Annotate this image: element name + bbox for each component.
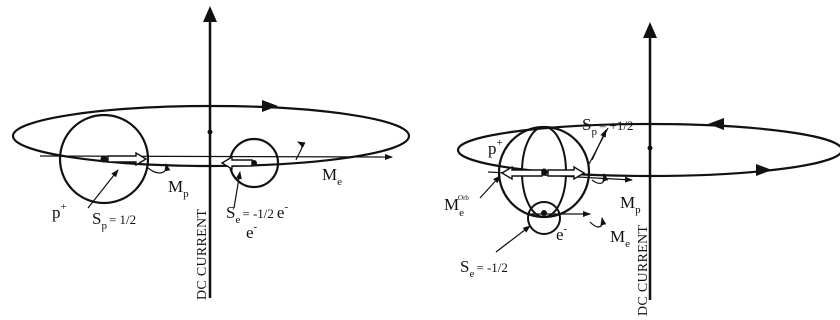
left-horizontal-axis [39,153,393,160]
right-proton-spin-arrow [547,165,586,181]
right-electron-moment-label: Me [610,227,630,250]
left-electron-moment-label: Me [322,165,342,188]
right-electron-spin-label: Se= -1/2 [460,257,508,280]
left-proton-center [100,155,108,163]
left-axis-title: DC CURRENT [195,209,210,300]
right-electron-center [541,210,547,216]
right-orbital-moment-label: MeOrb [444,194,469,219]
right-electron-circle [527,201,561,235]
right-orbital-moment-arrow [500,165,543,181]
right-proton-spin-label: Sp= +1/2 [582,115,634,138]
left-electron-spin-leader [233,171,242,209]
left-proton-leader [87,169,119,209]
right-orbit-arrowhead-top [708,118,724,130]
left-electron-moment-curve [295,141,306,161]
right-axis-center-dot [647,145,653,151]
left-electron-label-below: e- [246,221,258,242]
left-proton-moment-label: Mp [168,177,189,200]
left-axis-center-dot [207,129,213,135]
right-proton-moment-curve [591,173,609,184]
left-electron-spin-arrow [220,155,253,171]
left-proton-circle [58,113,150,205]
right-electron-moment-curve [589,217,607,228]
right-orbit-ellipse [456,122,840,178]
left-proton-moment-curve [147,163,171,174]
right-axis-arrowhead [643,22,657,38]
right-proton-label: p+ [488,137,503,158]
right-axis-title: DC CURRENT [636,225,651,316]
right-electron-label: e- [556,223,568,244]
left-proton-spin-label: Sp= 1/2 [92,209,136,232]
right-diagram: p+ Sp= +1/2 Mp MeOrb e- Me Se= -1/2 DC C… [444,22,840,316]
left-proton-spin-arrow [107,151,148,167]
right-orbit-arrowhead-bottom [756,164,772,176]
right-proton-moment-label: Mp [620,193,641,216]
left-proton-label: p+ [52,201,67,222]
left-axis-arrowhead [203,6,217,22]
right-orbital-moment-leader [479,175,501,199]
right-proton-spin-leader-arrow [591,129,607,161]
left-orbit-ellipse [11,104,411,168]
left-orbit-arrowhead [262,100,278,112]
right-electron-spin-leader [495,225,531,253]
